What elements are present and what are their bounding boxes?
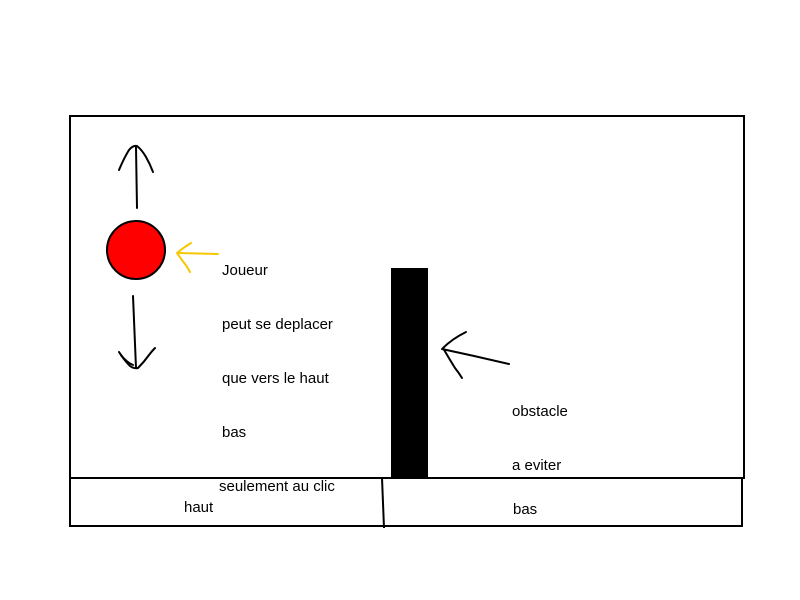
player-annotation: Joueur peut se deplacer que vers le haut…	[219, 226, 335, 514]
game-area	[69, 115, 745, 479]
annotation-line: a eviter	[512, 457, 562, 474]
annotation-line: obstacle	[512, 403, 568, 420]
move-up-label: haut	[184, 499, 214, 516]
obstacle-annotation: obstacle a eviter	[512, 367, 568, 493]
player-ball	[106, 220, 166, 280]
move-down-label: bas	[513, 501, 538, 518]
annotation-line: Joueur	[222, 262, 268, 279]
move-up-button[interactable]: haut	[71, 479, 385, 525]
annotation-line: seulement au clic	[219, 478, 335, 495]
annotation-line: peut se deplacer	[222, 316, 333, 333]
obstacle	[391, 268, 428, 478]
annotation-line: que vers le haut	[222, 370, 329, 387]
control-bar: haut bas	[69, 477, 743, 527]
annotation-line: bas	[222, 424, 247, 441]
move-down-button[interactable]: bas	[385, 479, 741, 525]
